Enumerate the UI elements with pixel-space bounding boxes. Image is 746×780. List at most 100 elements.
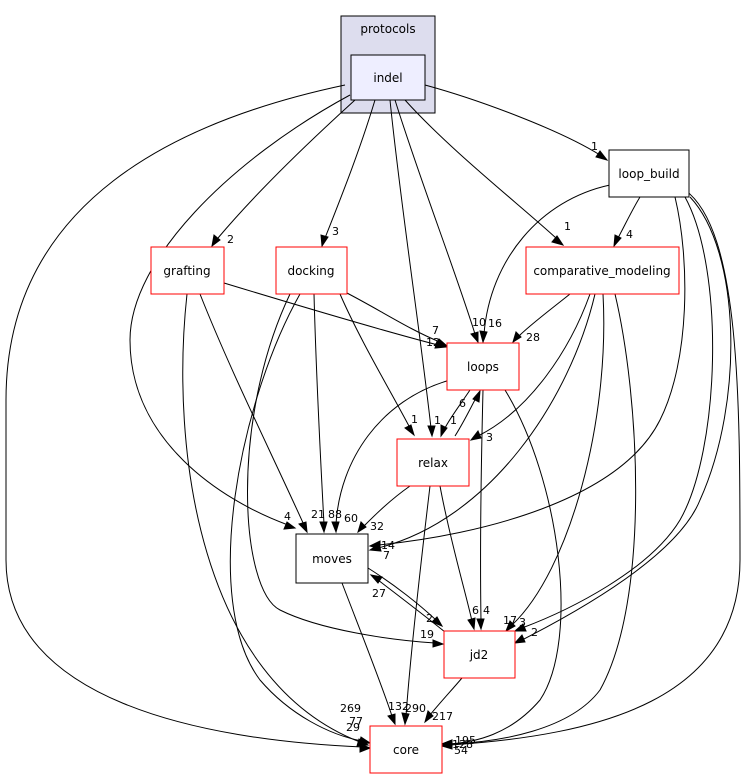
node-label-comparative_modeling: comparative_modeling bbox=[533, 264, 670, 278]
arrowhead bbox=[369, 574, 383, 584]
edge-label-indel-grafting: 2 bbox=[227, 233, 234, 246]
edge-loops-jd2 bbox=[480, 389, 484, 622]
edge-docking-relax bbox=[339, 293, 411, 429]
edge-label-comparative_modeling-loops: 28 bbox=[526, 331, 540, 344]
arrowhead bbox=[431, 616, 444, 627]
arrowhead bbox=[319, 521, 328, 534]
edge-loop_build-loops bbox=[483, 184, 611, 335]
node-moves[interactable]: moves bbox=[295, 533, 369, 584]
edge-loop_build-jd2-b bbox=[521, 196, 732, 641]
edge-indel-loops bbox=[394, 99, 476, 335]
arrowhead bbox=[320, 234, 329, 248]
arrowhead bbox=[435, 338, 449, 347]
edge-label-indel-docking: 3 bbox=[332, 225, 339, 238]
arrowhead bbox=[358, 736, 372, 745]
arrowhead bbox=[387, 713, 396, 726]
protocols-cluster-label: protocols bbox=[360, 22, 415, 36]
node-grafting[interactable]: grafting bbox=[150, 246, 225, 295]
edge-loop_build-comparative_modeling bbox=[617, 196, 641, 239]
edge-label-docking-jd2: 19 bbox=[420, 628, 434, 641]
edge-label-indel-loop_build: 1 bbox=[591, 140, 598, 153]
edge-label-indel-moves: 4 bbox=[284, 510, 291, 523]
edge-label-comparative_modeling-relax: 3 bbox=[486, 431, 493, 444]
node-label-core: core bbox=[393, 743, 419, 757]
node-comparative_modeling[interactable]: comparative_modeling bbox=[525, 246, 680, 295]
node-label-docking: docking bbox=[287, 264, 334, 278]
edge-indel-comparative_modeling bbox=[404, 99, 557, 239]
node-label-indel: indel bbox=[373, 71, 402, 85]
edges bbox=[5, 84, 741, 753]
node-jd2[interactable]: jd2 bbox=[443, 630, 516, 679]
arrowhead bbox=[440, 424, 448, 438]
edge-label-docking-loops: 7 bbox=[432, 324, 439, 337]
edge-comparative_modeling-jd2 bbox=[511, 293, 605, 626]
arrowhead bbox=[595, 150, 609, 161]
edge-relax-moves bbox=[363, 485, 411, 527]
edge-indel-moves bbox=[129, 94, 351, 526]
edge-jd2-core bbox=[429, 677, 463, 716]
arrowhead bbox=[298, 521, 308, 534]
edge-label-indel-loops: 10 bbox=[472, 316, 486, 329]
edge-loop_build-core bbox=[449, 189, 741, 746]
arrowhead bbox=[551, 235, 565, 246]
arrowhead bbox=[424, 710, 434, 724]
edge-label-indel-relax: 1 bbox=[434, 414, 441, 427]
node-label-grafting: grafting bbox=[163, 264, 210, 278]
node-relax[interactable]: relax bbox=[396, 438, 470, 487]
arrowhead bbox=[357, 521, 367, 534]
edge-relax-core bbox=[405, 485, 431, 717]
edge-label-indel-core: 29 bbox=[346, 721, 360, 734]
arrowhead bbox=[513, 634, 526, 644]
edge-label-grafting-moves: 21 bbox=[311, 508, 325, 521]
edge-relax-jd2 bbox=[439, 485, 473, 622]
edge-label-docking-relax: 1 bbox=[411, 413, 418, 426]
node-label-moves: moves bbox=[312, 552, 352, 566]
arrowhead bbox=[440, 739, 453, 749]
node-docking[interactable]: docking bbox=[275, 246, 348, 295]
edge-indel-docking bbox=[324, 99, 376, 239]
edge-label-loop_build-comparative_modeling: 4 bbox=[626, 228, 633, 241]
edge-labels: 1 2 3 1 10 1 4 29 4 16 14 2 17 54 12 21 … bbox=[227, 140, 633, 757]
arrowhead bbox=[513, 623, 527, 632]
arrowhead bbox=[470, 331, 479, 344]
edge-label-loops-relax: 1 bbox=[450, 414, 457, 427]
edge-docking-loops bbox=[344, 291, 441, 343]
node-loops[interactable]: loops bbox=[446, 342, 520, 391]
edge-comparative_modeling-loops bbox=[518, 293, 571, 337]
edge-label-grafting-core: 77 bbox=[349, 715, 363, 728]
edge-label-docking-moves: 88 bbox=[328, 508, 342, 521]
arrowhead bbox=[404, 424, 415, 437]
edge-loops-core bbox=[449, 389, 562, 745]
arrowhead bbox=[432, 639, 445, 648]
edge-label-loops-jd2: 4 bbox=[483, 604, 490, 617]
node-loop_build[interactable]: loop_build bbox=[608, 149, 690, 198]
node-core[interactable]: core bbox=[369, 725, 443, 774]
edge-label-docking-core: 269 bbox=[340, 702, 361, 715]
edge-grafting-moves bbox=[199, 293, 305, 526]
node-label-loops: loops bbox=[467, 360, 499, 374]
edge-comparative_modeling-relax bbox=[477, 293, 591, 437]
edge-comparative_modeling-core bbox=[449, 293, 637, 745]
arrowhead bbox=[427, 425, 436, 438]
edge-indel-core bbox=[5, 84, 363, 748]
edge-label-moves-core: 132 bbox=[388, 700, 409, 713]
arrowhead bbox=[467, 617, 476, 631]
edge-label-loop_build-loops: 16 bbox=[488, 317, 502, 330]
edge-loop_build-jd2 bbox=[521, 196, 714, 629]
edge-loops-moves bbox=[335, 379, 451, 525]
edge-label-relax-jd2: 6 bbox=[472, 604, 479, 617]
arrowhead bbox=[505, 620, 516, 633]
arrowhead bbox=[283, 521, 297, 530]
edge-label-loop_build-core: 54 bbox=[454, 744, 468, 757]
node-label-relax: relax bbox=[418, 456, 448, 470]
edge-loops-relax bbox=[444, 389, 471, 429]
edge-grafting-loops bbox=[223, 282, 439, 346]
node-label-jd2: jd2 bbox=[469, 648, 489, 662]
edge-loop_build-moves bbox=[377, 196, 686, 546]
arrowhead bbox=[211, 234, 221, 248]
arrowhead bbox=[331, 521, 340, 534]
arrowhead bbox=[368, 543, 382, 552]
edge-label-grafting-loops: 12 bbox=[426, 336, 440, 349]
node-indel[interactable]: indel bbox=[350, 54, 426, 101]
edge-label-jd2-moves: 27 bbox=[372, 587, 386, 600]
